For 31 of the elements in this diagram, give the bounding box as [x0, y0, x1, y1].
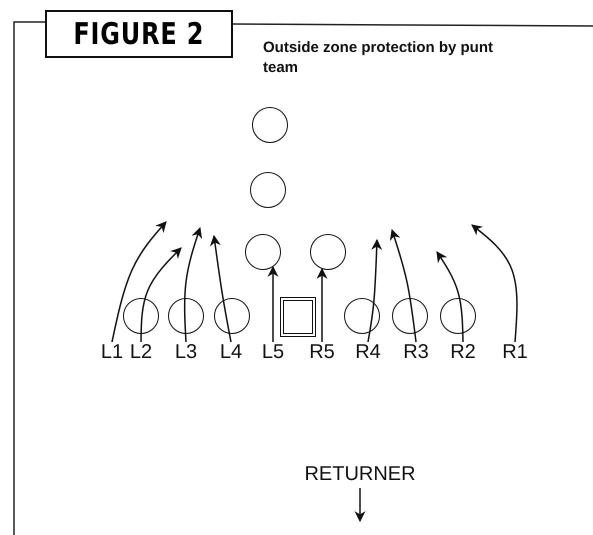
player-label: L1	[100, 342, 124, 362]
player-label: RETURNER	[307, 464, 413, 484]
player-circle	[310, 234, 346, 270]
arrow	[316, 268, 328, 342]
player-label: L4	[219, 342, 243, 362]
player-label: R5	[310, 342, 334, 362]
player-circle	[392, 298, 428, 334]
player-label: L2	[129, 342, 153, 362]
caption: Outside zone protection by punt team	[263, 38, 494, 78]
figure-title: FIGURE 2	[45, 10, 233, 58]
player-label: R1	[503, 342, 527, 362]
arrow	[354, 488, 366, 522]
player-label: R4	[356, 342, 380, 362]
player-label: R2	[451, 342, 475, 362]
player-circle	[250, 172, 286, 208]
player-label: R3	[404, 342, 428, 362]
arrow	[471, 224, 518, 342]
center-square	[280, 297, 316, 337]
arrow	[210, 234, 232, 342]
player-circle	[252, 107, 288, 143]
player-circle	[245, 234, 281, 270]
arrow	[268, 266, 278, 342]
player-label: L5	[261, 342, 285, 362]
arrow	[367, 238, 382, 342]
player-circle	[344, 298, 380, 334]
player-circle	[123, 298, 159, 334]
player-circle	[440, 298, 476, 334]
player-circle	[214, 298, 250, 334]
player-label: L3	[174, 342, 198, 362]
player-circle	[168, 298, 204, 334]
arrow	[111, 221, 167, 342]
